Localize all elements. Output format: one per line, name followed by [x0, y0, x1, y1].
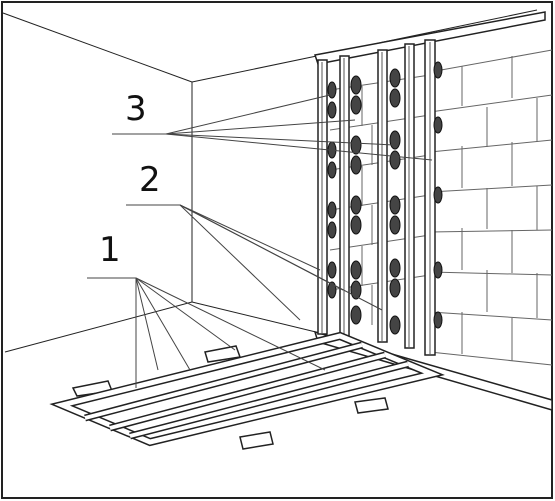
callout-label-2: 2: [139, 160, 161, 200]
roller-icon-group: [327, 61, 443, 335]
roller-column-3: [389, 68, 401, 335]
callout-label-1: 1: [99, 230, 121, 270]
roller-column-1: [327, 81, 337, 299]
leader-lines: [87, 94, 433, 388]
roller-column-4: [433, 61, 443, 329]
vertical-studs: [317, 39, 436, 356]
room-perspective: [2, 9, 538, 353]
floor-frame: [49, 331, 445, 450]
roller-column-2: [350, 75, 362, 325]
callout-label-3: 3: [125, 89, 147, 129]
